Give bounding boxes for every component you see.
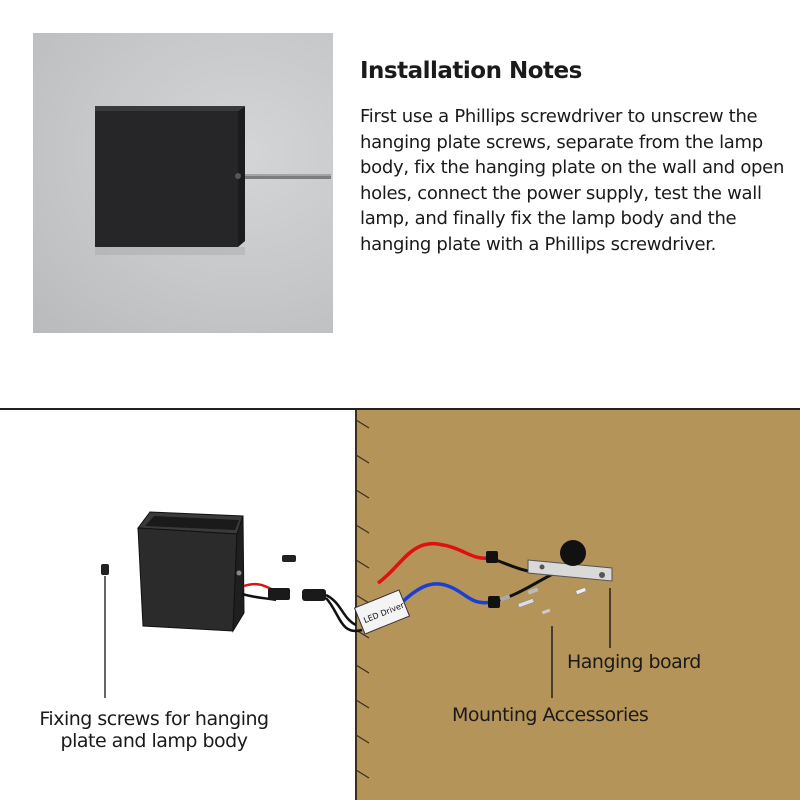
lamp-body [137,511,245,633]
notes-title: Installation Notes [360,58,582,84]
lamp-photo-illustration [95,106,331,255]
hanging-board [527,540,613,648]
fixing-screws-label: Fixing screws for hanging plate and lamp… [39,708,269,752]
wire-blue [394,582,493,610]
lamp-front-face [95,111,238,247]
lamp-top-face [95,106,245,111]
fixing-screw-right [282,555,296,562]
product-photo [33,33,333,333]
installation-diagram: LED Driver [101,410,800,800]
wire-red [376,541,491,585]
screw-hole [235,173,241,179]
wall [356,410,800,800]
hanging-board-label: Hanging board [567,651,701,673]
mounting-accessories-label: Mounting Accessories [452,704,649,726]
lamp-side-face [238,106,245,247]
connector-b [302,589,326,601]
section-divider [0,408,800,410]
notes-body: First use a Phillips screwdriver to unsc… [360,106,785,255]
connector-a [268,588,290,600]
fixing-screw-left [101,564,109,698]
mounting-accessories [499,587,587,698]
screwdriver-shaft [233,174,331,179]
